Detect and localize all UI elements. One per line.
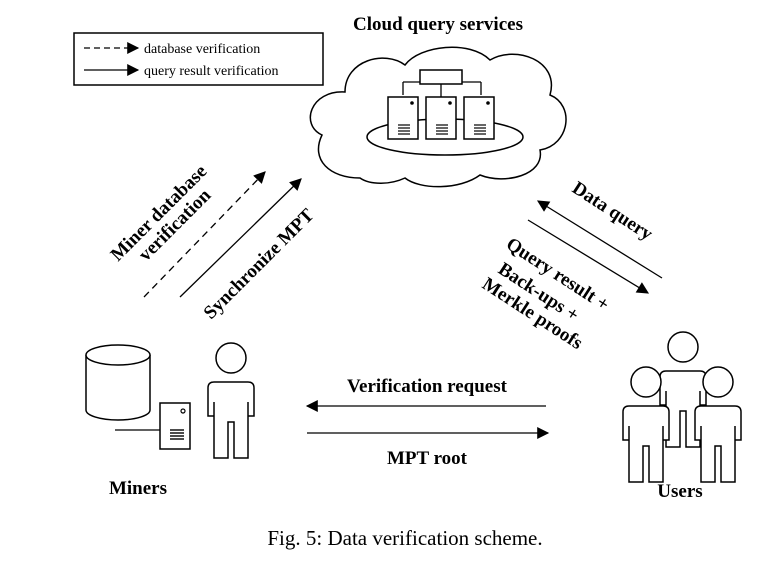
miners-label: Miners <box>109 478 167 499</box>
server-cluster <box>387 69 495 140</box>
verification-request-label: Verification request <box>347 376 508 397</box>
legend-dashed-label: database verification <box>144 42 260 57</box>
database-icon <box>85 344 151 421</box>
data-query-label: Data query <box>568 178 656 246</box>
server-icon <box>387 96 419 140</box>
query-result-arrow <box>527 219 650 294</box>
synchronize-mpt-label: Synchronize MPT <box>200 205 319 324</box>
users-label: Users <box>657 481 702 502</box>
server-icon <box>463 96 495 140</box>
mpt-root-label: MPT root <box>387 448 468 469</box>
legend: database verification query result verif… <box>73 32 324 86</box>
legend-solid-label: query result verification <box>144 64 279 79</box>
server-icon <box>425 96 457 140</box>
legend-box <box>73 32 324 86</box>
server-icon <box>159 402 191 450</box>
person-icon <box>207 342 255 459</box>
cloud-title: Cloud query services <box>353 14 523 35</box>
figure-caption: Fig. 5: Data verification scheme. <box>267 526 542 550</box>
miner-db-verification-arrow <box>143 171 266 298</box>
data-query-arrow <box>536 200 663 279</box>
synchronize-mpt-arrow <box>179 178 302 298</box>
